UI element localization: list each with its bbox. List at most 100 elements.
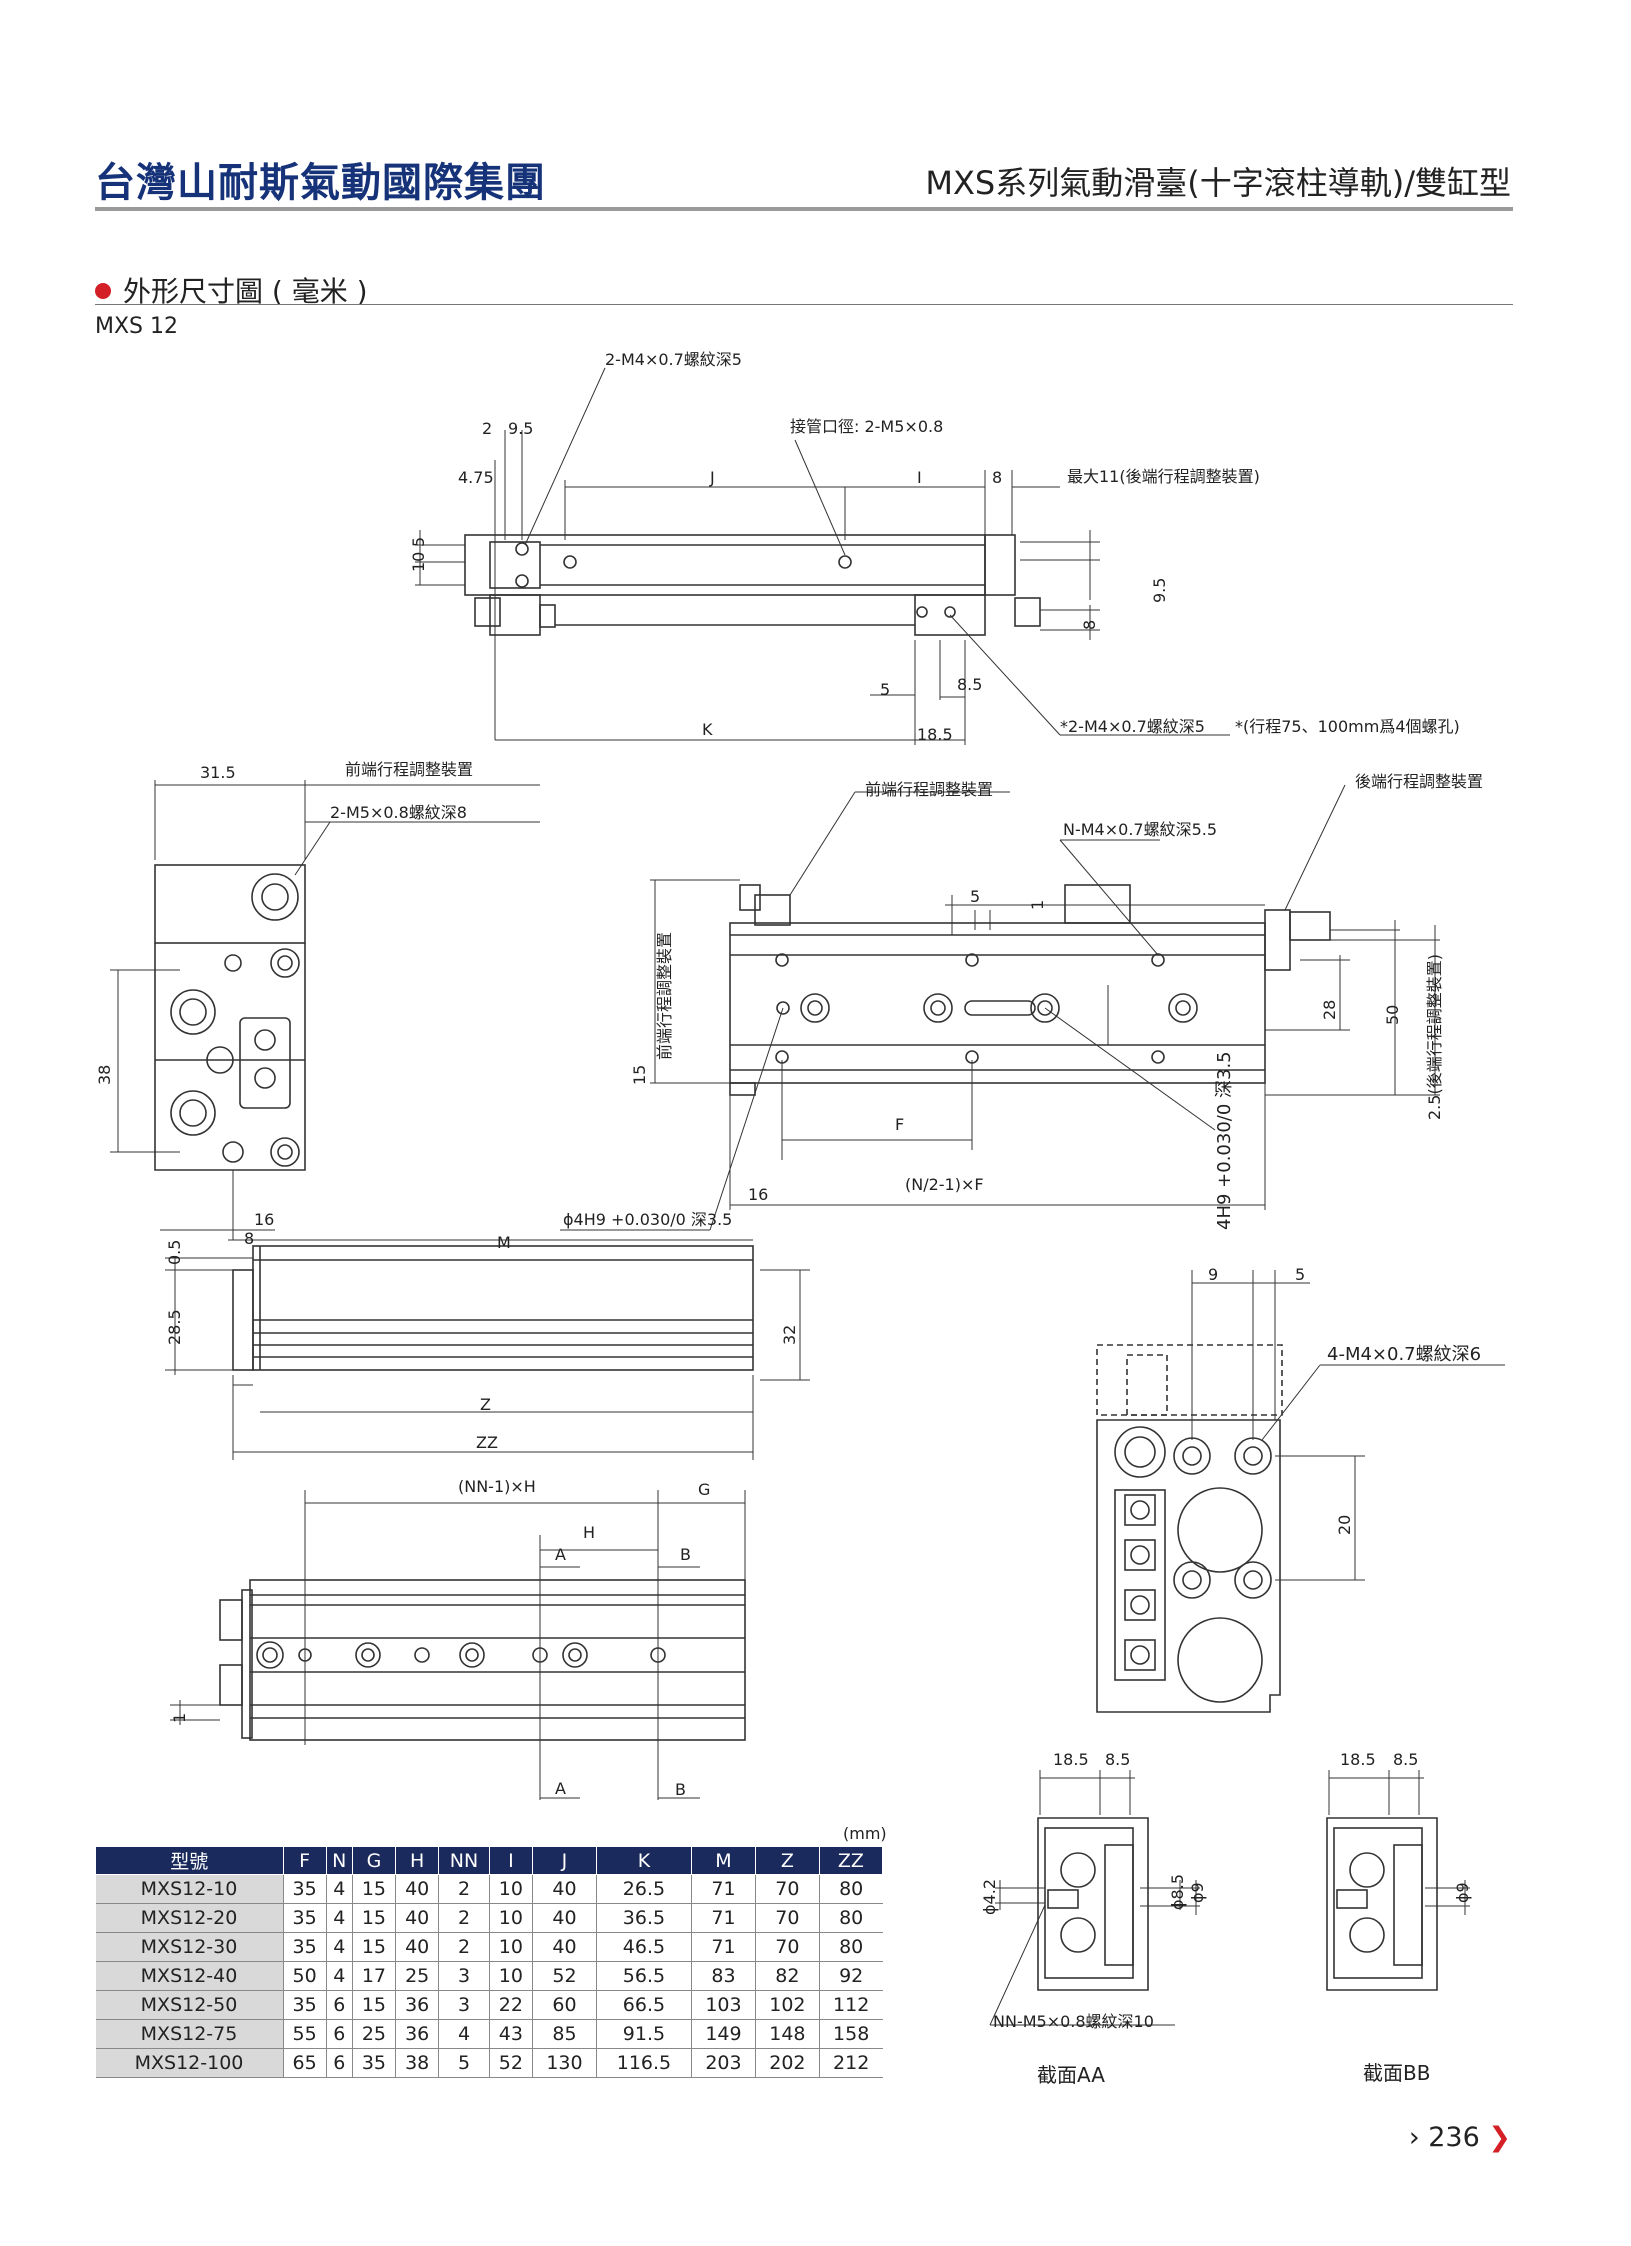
table-cell: 40 xyxy=(395,1874,440,1904)
dim-15: 15 xyxy=(630,1065,649,1085)
dim-16: 16 xyxy=(254,1210,274,1229)
dim-9: 9 xyxy=(1208,1265,1218,1284)
dim-28: 28 xyxy=(1320,1000,1339,1020)
dim-0-5: 0.5 xyxy=(165,1240,184,1265)
dim-2: 2 xyxy=(482,419,492,438)
table-cell: 5 xyxy=(438,2048,490,2078)
table-cell: 71 xyxy=(691,1932,756,1962)
table-model-cell: MXS12-10 xyxy=(95,1874,284,1904)
dim-32: 32 xyxy=(780,1325,799,1345)
label-rear-thread: *2-M4×0.7螺紋深5 xyxy=(1060,717,1205,736)
table-cell: 2 xyxy=(438,1903,490,1933)
dim-5-top: 5 xyxy=(409,537,428,547)
table-cell: 60 xyxy=(532,1990,597,2020)
table-cell: 50 xyxy=(283,1961,327,1991)
table-cell: 66.5 xyxy=(596,1990,692,2020)
label-port: 接管口徑: 2-M5×0.8 xyxy=(790,417,943,436)
section-title: 外形尺寸圖 ( 毫米 ) xyxy=(95,270,368,310)
table-cell: 4 xyxy=(326,1903,353,1933)
table-cell: 36 xyxy=(395,1990,440,2020)
table-model-cell: MXS12-20 xyxy=(95,1903,284,1933)
dim-5c: 5 xyxy=(970,887,980,906)
dim-31-5: 31.5 xyxy=(200,763,236,782)
table-cell: 40 xyxy=(532,1903,597,1933)
table-cell: 10 xyxy=(489,1874,533,1904)
dim-50: 50 xyxy=(1383,1005,1402,1025)
table-cell: 15 xyxy=(352,1990,397,2020)
label-nn-h: (NN-1)×H xyxy=(458,1477,536,1496)
dim-G: G xyxy=(698,1480,710,1499)
table-cell: 92 xyxy=(819,1961,883,1991)
table-header-cell: 型號 xyxy=(95,1846,284,1875)
table-cell: 3 xyxy=(438,1961,490,1991)
table-cell: 112 xyxy=(819,1990,883,2020)
dim-Z: Z xyxy=(480,1395,491,1414)
table-cell: 40 xyxy=(532,1874,597,1904)
dim-aa-phi4-2: ϕ4.2 xyxy=(980,1879,999,1915)
table-model-cell: MXS12-40 xyxy=(95,1961,284,1991)
table-cell: 40 xyxy=(532,1932,597,1962)
dim-A-top: A xyxy=(555,1545,566,1564)
table-cell: 52 xyxy=(532,1961,597,1991)
dim-8b: 8 xyxy=(1080,620,1099,630)
table-cell: 4 xyxy=(326,1932,353,1962)
table-cell: 80 xyxy=(819,1932,883,1962)
table-cell: 40 xyxy=(395,1903,440,1933)
table-cell: 38 xyxy=(395,2048,440,2078)
dim-5d: 5 xyxy=(1295,1265,1305,1284)
dim-1: 1 xyxy=(1028,900,1047,910)
table-cell: 56.5 xyxy=(596,1961,692,1991)
table-cell: 36 xyxy=(395,2019,440,2049)
table-cell: 83 xyxy=(691,1961,756,1991)
table-header-cell: NN xyxy=(438,1846,490,1875)
dim-8-5: 8.5 xyxy=(957,675,982,694)
table-cell: 4 xyxy=(326,1874,353,1904)
table-cell: 6 xyxy=(326,2048,353,2078)
table-cell: 15 xyxy=(352,1903,397,1933)
table-cell: 203 xyxy=(691,2048,756,2078)
table-cell: 6 xyxy=(326,1990,353,2020)
table-cell: 103 xyxy=(691,1990,756,2020)
table-cell: 10 xyxy=(489,1932,533,1962)
table-cell: 71 xyxy=(691,1903,756,1933)
table-cell: 17 xyxy=(352,1961,397,1991)
model-label: MXS 12 xyxy=(95,314,179,339)
table-cell: 35 xyxy=(283,1903,327,1933)
table-header-cell: N xyxy=(325,1846,353,1875)
table-cell: 25 xyxy=(395,1961,440,1991)
dim-28-5: 28.5 xyxy=(165,1309,184,1345)
label-n-f: (N/2-1)×F xyxy=(905,1175,984,1194)
dim-B-bottom: B xyxy=(675,1780,686,1799)
table-cell: 35 xyxy=(283,1932,327,1962)
dim-20: 20 xyxy=(1335,1515,1354,1535)
label-rear-adjuster-vertical: 2.5(後端行程調整裝置) xyxy=(1425,954,1444,1120)
table-cell: 52 xyxy=(489,2048,533,2078)
table-cell: 130 xyxy=(532,2048,597,2078)
label-m5-thread: 2-M5×0.8螺紋深8 xyxy=(330,803,467,822)
dim-aa-8-5: 8.5 xyxy=(1105,1750,1130,1769)
company-name: 台灣山耐斯氣動國際集團 xyxy=(95,159,546,206)
label-section-aa: 截面AA xyxy=(1037,2063,1105,2087)
label-top-thread: 2-M4×0.7螺紋深5 xyxy=(605,350,742,369)
dim-B-top: B xyxy=(680,1545,691,1564)
table-cell: 35 xyxy=(352,2048,397,2078)
table-cell: 35 xyxy=(283,1874,327,1904)
dim-4-75: 4.75 xyxy=(458,468,494,487)
dim-5: 5 xyxy=(880,680,890,699)
table-header-cell: G xyxy=(351,1846,397,1875)
table-cell: 202 xyxy=(755,2048,820,2078)
label-front-adjuster-vertical: 前端行程調整裝置 xyxy=(655,932,674,1060)
bullet-dot-icon xyxy=(95,283,111,299)
table-header-cell: ZZ xyxy=(818,1846,884,1875)
label-bore-vertical: 4H9 +0.030/0 深3.5 xyxy=(1214,1051,1235,1230)
table-cell: 85 xyxy=(532,2019,597,2049)
table-cell: 70 xyxy=(755,1932,820,1962)
label-n-thread: N-M4×0.7螺紋深5.5 xyxy=(1063,820,1217,839)
table-cell: 6 xyxy=(326,2019,353,2049)
table-cell: 70 xyxy=(755,1903,820,1933)
table-cell: 10 xyxy=(489,1961,533,1991)
